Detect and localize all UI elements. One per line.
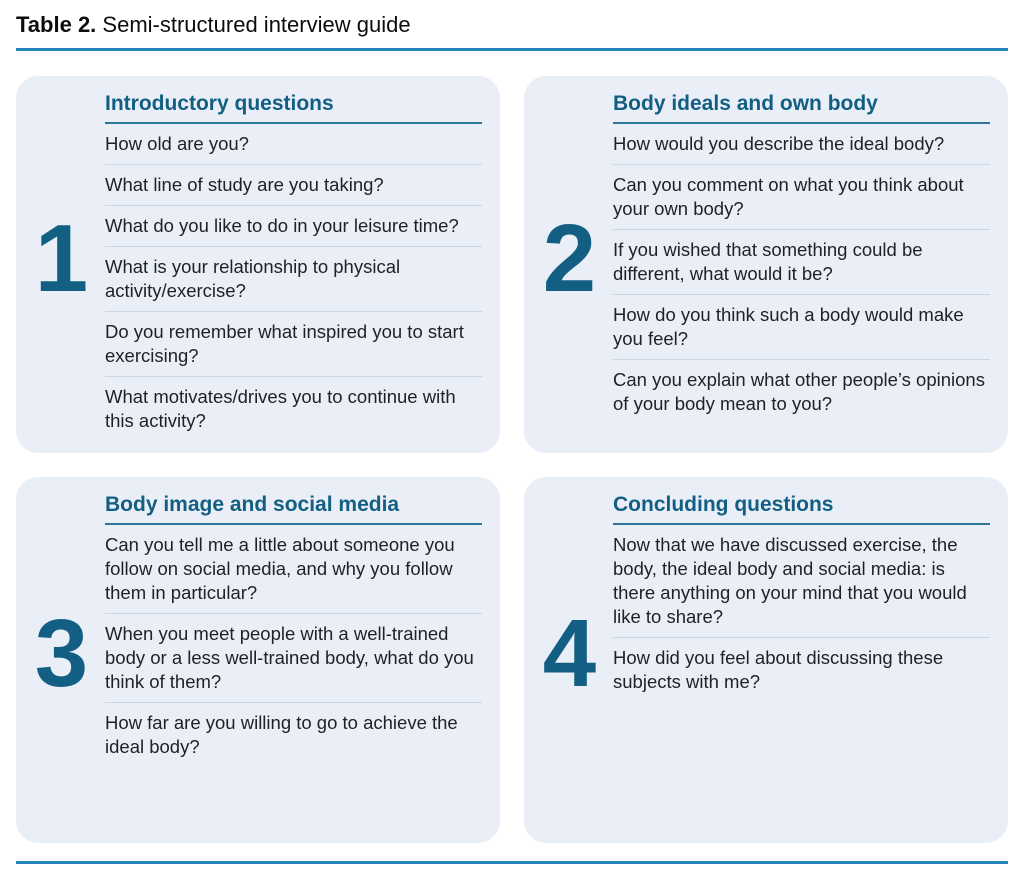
table-title-text: Semi-structured interview guide: [102, 12, 411, 37]
panel-heading: Concluding questions: [613, 477, 990, 525]
question-item: Do you remember what inspired you to sta…: [105, 311, 482, 376]
panel-introductory-questions: 1 Introductory questions How old are you…: [16, 76, 500, 453]
top-rule: [16, 48, 1008, 51]
panel-number: 4: [542, 600, 596, 707]
question-item: What line of study are you taking?: [105, 164, 482, 205]
panel-content: Introductory questions How old are you? W…: [105, 76, 482, 441]
question-item: What do you like to do in your leisure t…: [105, 205, 482, 246]
panel-content: Concluding questions Now that we have di…: [613, 477, 990, 831]
question-item: Can you tell me a little about someone y…: [105, 534, 455, 603]
panel-heading: Body image and social media: [105, 477, 482, 525]
question-item: How old are you?: [105, 133, 249, 154]
question-item: If you wished that something could be di…: [613, 229, 990, 294]
question-item: Can you comment on what you think about …: [613, 164, 990, 229]
panel-concluding-questions: 4 Concluding questions Now that we have …: [524, 477, 1008, 843]
question-item: What motivates/drives you to continue wi…: [105, 376, 482, 441]
question-list: How old are you? What line of study are y…: [105, 124, 482, 441]
question-item: Can you explain what other people’s opin…: [613, 359, 990, 424]
panel-number: 1: [34, 204, 88, 312]
panel-number: 2: [542, 204, 596, 312]
panel-heading: Body ideals and own body: [613, 76, 990, 124]
question-item: How do you think such a body would make …: [613, 294, 990, 359]
question-list: How would you describe the ideal body? Ca…: [613, 124, 990, 424]
panel-number-column: 2: [524, 76, 613, 441]
question-list: Can you tell me a little about someone y…: [105, 525, 482, 767]
question-item: Now that we have discussed exercise, the…: [613, 534, 967, 627]
panel-grid: 1 Introductory questions How old are you…: [16, 76, 1008, 843]
panel-number: 3: [34, 600, 88, 707]
question-item: How did you feel about discussing these …: [613, 637, 990, 702]
question-item: How far are you willing to go to achieve…: [105, 702, 482, 767]
panel-body-ideals: 2 Body ideals and own body How would you…: [524, 76, 1008, 453]
panel-number-column: 1: [16, 76, 105, 441]
panel-heading: Introductory questions: [105, 76, 482, 124]
question-list: Now that we have discussed exercise, the…: [613, 525, 990, 702]
question-item: When you meet people with a well-trained…: [105, 613, 482, 702]
question-item: How would you describe the ideal body?: [613, 133, 945, 154]
bottom-rule: [16, 861, 1008, 864]
panel-content: Body image and social media Can you tell…: [105, 477, 482, 831]
table-number-label: Table 2.: [16, 12, 97, 37]
figure-title: Table 2. Semi-structured interview guide: [16, 10, 1008, 38]
panel-number-column: 3: [16, 477, 105, 831]
panel-content: Body ideals and own body How would you d…: [613, 76, 990, 441]
panel-body-image-social-media: 3 Body image and social media Can you te…: [16, 477, 500, 843]
panel-number-column: 4: [524, 477, 613, 831]
question-item: What is your relationship to physical ac…: [105, 246, 482, 311]
